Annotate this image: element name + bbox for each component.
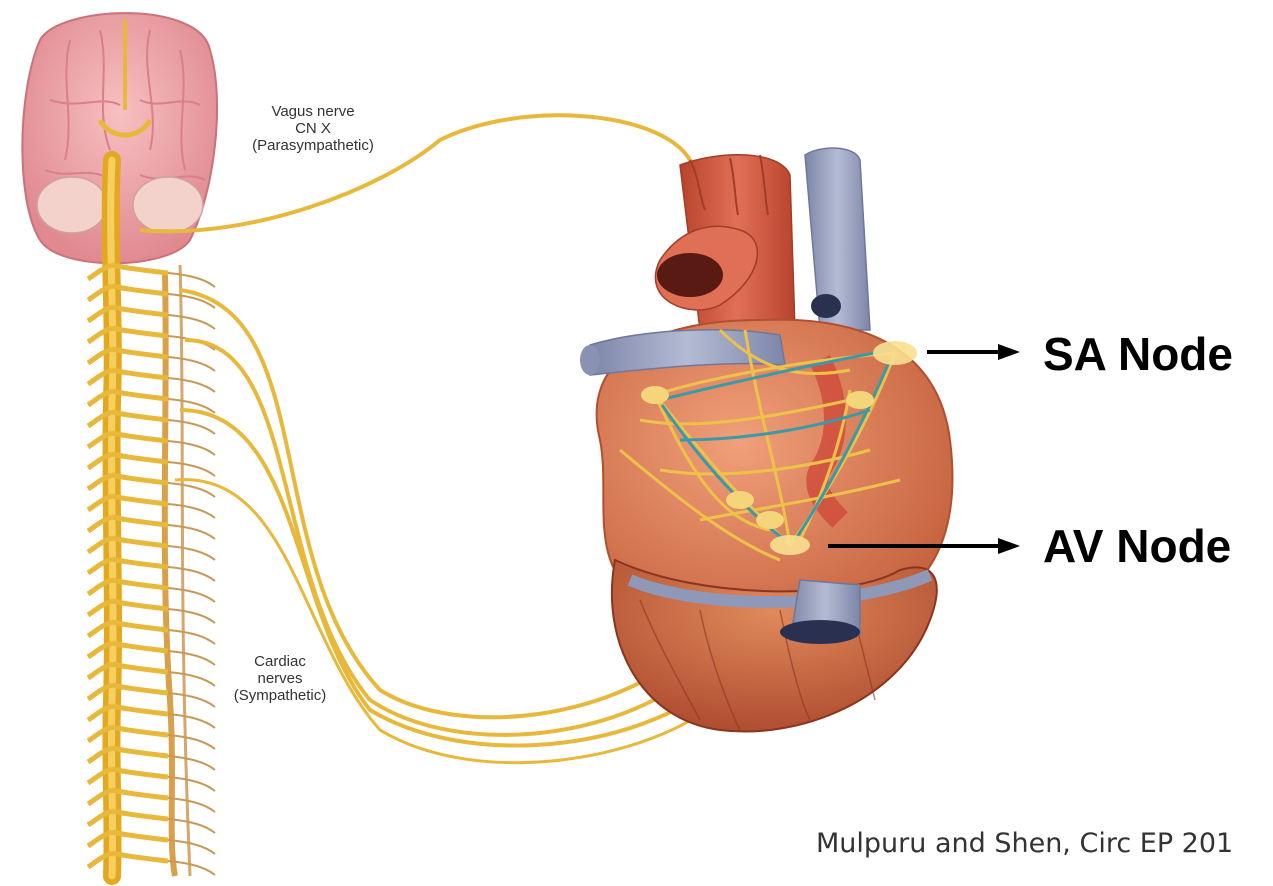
sympathetic-branch: [168, 546, 215, 560]
sympathetic-branch: [168, 630, 215, 644]
spinal-cord: [88, 160, 215, 876]
sympathetic-branch: [168, 483, 215, 497]
sympathetic-branch: [168, 378, 215, 392]
cardiac-nerves-label: Cardiac nerves (Sympathetic): [200, 653, 360, 704]
av-node: [770, 535, 810, 555]
sympathetic-branch: [168, 567, 215, 581]
sympathetic-branch: [168, 798, 215, 812]
ganglion: [846, 391, 874, 409]
av-node-label: AV Node: [1043, 519, 1231, 573]
sympathetic-branch: [168, 714, 215, 728]
ganglion: [726, 491, 754, 509]
sympathetic-branch: [168, 588, 215, 602]
sympathetic-branch: [168, 315, 215, 329]
sympathetic-branch: [168, 756, 215, 770]
vagus-label-line-2: CN X: [218, 120, 408, 137]
sympathetic-branch: [168, 504, 215, 518]
sympathetic-branch: [168, 609, 215, 623]
sympathetic-branch: [168, 462, 215, 476]
sympathetic-branch: [168, 357, 215, 371]
vagus-label-line-1: Vagus nerve: [218, 103, 408, 120]
sympathetic-branch: [168, 735, 215, 749]
vagus-nerve-label: Vagus nerve CN X (Parasympathetic): [218, 103, 408, 154]
cardiac-label-line-3: (Sympathetic): [200, 687, 360, 704]
citation-text: Mulpuru and Shen, Circ EP 201: [816, 828, 1233, 859]
sympathetic-branch: [168, 441, 215, 455]
vagus-label-line-3: (Parasympathetic): [218, 137, 408, 154]
sa-node-arrow: [927, 344, 1020, 360]
sympathetic-branch: [168, 273, 215, 287]
sa-node-label: SA Node: [1043, 327, 1233, 381]
sympathetic-branch: [168, 819, 215, 833]
ganglion: [756, 511, 784, 529]
cardiac-label-line-2: nerves: [200, 670, 360, 687]
sympathetic-branch: [168, 525, 215, 539]
sympathetic-branch: [168, 420, 215, 434]
sa-node: [873, 341, 917, 365]
cardiac-label-line-1: Cardiac: [200, 653, 360, 670]
sympathetic-branch: [168, 777, 215, 791]
ganglion: [641, 386, 669, 404]
